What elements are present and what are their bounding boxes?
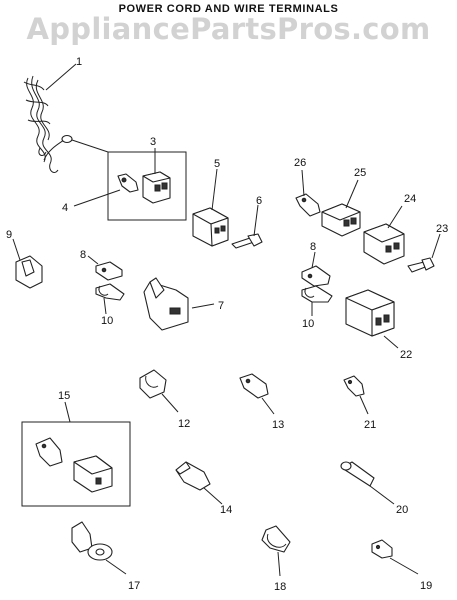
callout-19: 19 bbox=[420, 580, 432, 592]
part-10-terminal-left: 10 bbox=[95, 283, 125, 327]
part-6-pin-terminal: 6 bbox=[231, 195, 263, 249]
callout-4: 4 bbox=[62, 202, 68, 214]
callout-23: 23 bbox=[436, 223, 448, 235]
part-21-terminal: 21 bbox=[343, 375, 376, 431]
callout-8-left: 8 bbox=[80, 249, 86, 261]
part-13-terminal: 13 bbox=[239, 373, 284, 431]
part-12-terminal: 12 bbox=[139, 369, 190, 430]
assembly-box-3-4: 3 4 bbox=[62, 136, 187, 221]
part-8-terminal-left: 8 bbox=[80, 249, 123, 281]
callout-21: 21 bbox=[364, 419, 376, 431]
callout-17: 17 bbox=[128, 580, 140, 592]
callout-7: 7 bbox=[218, 300, 224, 312]
part-23-pin: 23 bbox=[407, 223, 448, 273]
callout-18: 18 bbox=[274, 581, 286, 593]
callout-15: 15 bbox=[58, 390, 70, 402]
callout-6: 6 bbox=[256, 195, 262, 207]
part-1-power-cord: 1 bbox=[23, 56, 82, 173]
callout-10-right: 10 bbox=[302, 318, 314, 330]
part-24-connector: 24 bbox=[363, 193, 416, 265]
callout-25: 25 bbox=[354, 167, 366, 179]
part-25-connector: 25 bbox=[321, 167, 366, 237]
callout-8-right: 8 bbox=[310, 241, 316, 253]
part-26-terminal: 26 bbox=[294, 157, 321, 217]
part-20-terminal: 20 bbox=[340, 461, 408, 516]
part-7-boot: 7 bbox=[143, 277, 224, 331]
part-9-clip: 9 bbox=[6, 229, 43, 289]
part-15-kit: 15 bbox=[21, 390, 131, 507]
callout-12: 12 bbox=[178, 418, 190, 430]
part-5-connector: 5 bbox=[192, 158, 229, 247]
leader-cord-to-box bbox=[71, 139, 109, 153]
callout-9: 9 bbox=[6, 229, 12, 241]
part-18-clip: 18 bbox=[261, 525, 291, 593]
callout-3: 3 bbox=[150, 136, 156, 148]
callout-13: 13 bbox=[272, 419, 284, 431]
part-14-terminal: 14 bbox=[175, 461, 232, 516]
diagram-title: POWER CORD AND WIRE TERMINALS bbox=[118, 3, 339, 15]
callout-20: 20 bbox=[396, 504, 408, 516]
callout-10-left: 10 bbox=[101, 315, 113, 327]
part-10-terminal-right: 10 bbox=[301, 285, 333, 330]
callout-26: 26 bbox=[294, 157, 306, 169]
part-8-terminal-right: 8 bbox=[301, 241, 331, 287]
watermark: AppliancePartsPros.com bbox=[26, 12, 431, 46]
callout-24: 24 bbox=[404, 193, 416, 205]
part-19-terminal: 19 bbox=[371, 539, 432, 592]
callout-14: 14 bbox=[220, 504, 232, 516]
callout-1: 1 bbox=[76, 56, 82, 68]
callout-22: 22 bbox=[400, 349, 412, 361]
part-22-housing: 22 bbox=[345, 289, 412, 361]
callout-5: 5 bbox=[214, 158, 220, 170]
part-17-ring-terminal: 17 bbox=[71, 521, 140, 592]
